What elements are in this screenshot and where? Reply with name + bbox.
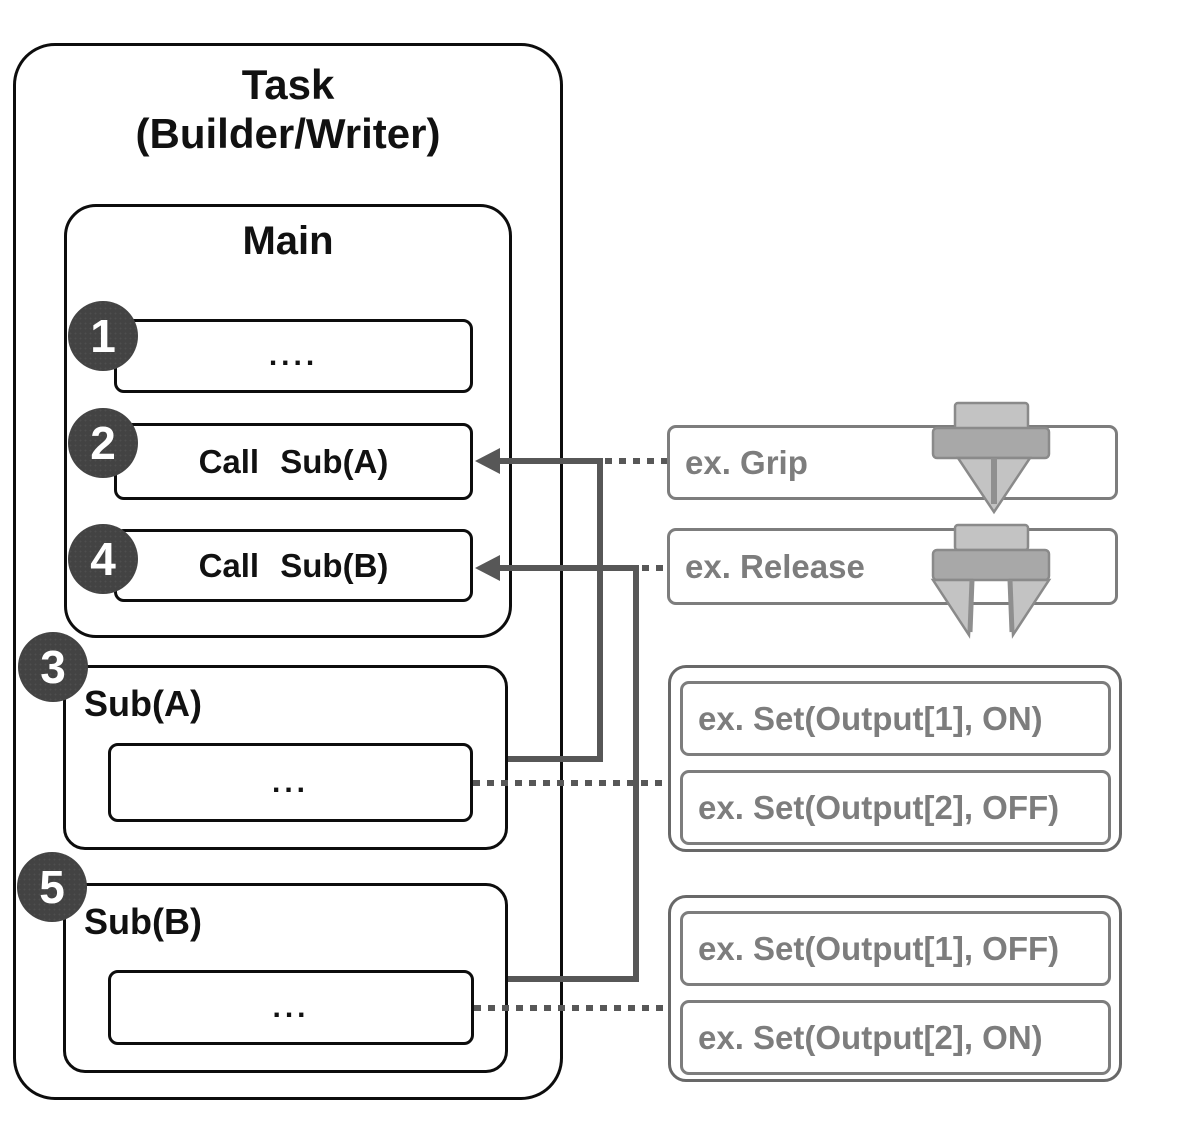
main-step-1-label: .... — [268, 339, 319, 372]
set-output-2-on-label: ex. Set(Output[2], ON) — [698, 1018, 1043, 1056]
set-output-1-off-box: ex. Set(Output[1], OFF) — [680, 911, 1111, 986]
sub-b-title: Sub(B) — [84, 901, 202, 942]
sub-a-output-group-box: ex. Set(Output[1], ON) ex. Set(Output[2]… — [668, 665, 1122, 852]
badge-step-2: 2 — [68, 408, 138, 478]
set-output-2-off-label: ex. Set(Output[2], OFF) — [698, 788, 1060, 826]
call-sub-a-label: Call Sub(A) — [198, 442, 389, 480]
sub-b-body-label: ... — [272, 990, 310, 1024]
sub-a-title: Sub(A) — [84, 683, 202, 724]
set-output-1-on-label: ex. Set(Output[1], ON) — [698, 699, 1043, 737]
set-output-1-on-box: ex. Set(Output[1], ON) — [680, 681, 1111, 756]
grip-label: ex. Grip — [685, 443, 808, 481]
release-annotation-box: ex. Release — [667, 528, 1118, 605]
main-step-1-box: .... — [114, 319, 473, 393]
main-block-box — [64, 204, 512, 638]
task-title-line2: (Builder/Writer) — [135, 110, 441, 157]
set-output-2-on-box: ex. Set(Output[2], ON) — [680, 1000, 1111, 1075]
set-output-2-off-box: ex. Set(Output[2], OFF) — [680, 770, 1111, 845]
sub-b-output-group-box: ex. Set(Output[1], OFF) ex. Set(Output[2… — [668, 895, 1122, 1082]
main-step-call-sub-b-box: Call Sub(B) — [114, 529, 473, 602]
task-title: Task (Builder/Writer) — [13, 60, 563, 158]
sub-a-body-box: ... — [108, 743, 473, 822]
badge-step-4: 4 — [68, 524, 138, 594]
gripper-open-icon — [930, 523, 1052, 639]
sub-a-body-label: ... — [271, 765, 309, 799]
set-output-1-off-label: ex. Set(Output[1], OFF) — [698, 929, 1060, 967]
call-sub-b-label: Call Sub(B) — [198, 546, 389, 584]
task-title-line1: Task — [241, 61, 335, 108]
badge-step-3: 3 — [18, 632, 88, 702]
main-title: Main — [242, 219, 334, 263]
release-label: ex. Release — [685, 547, 865, 585]
sub-b-body-box: ... — [108, 970, 474, 1045]
badge-step-1: 1 — [68, 301, 138, 371]
main-step-call-sub-a-box: Call Sub(A) — [114, 423, 473, 500]
badge-step-5: 5 — [17, 852, 87, 922]
gripper-closed-icon — [931, 401, 1051, 515]
grip-annotation-box: ex. Grip — [667, 425, 1118, 500]
